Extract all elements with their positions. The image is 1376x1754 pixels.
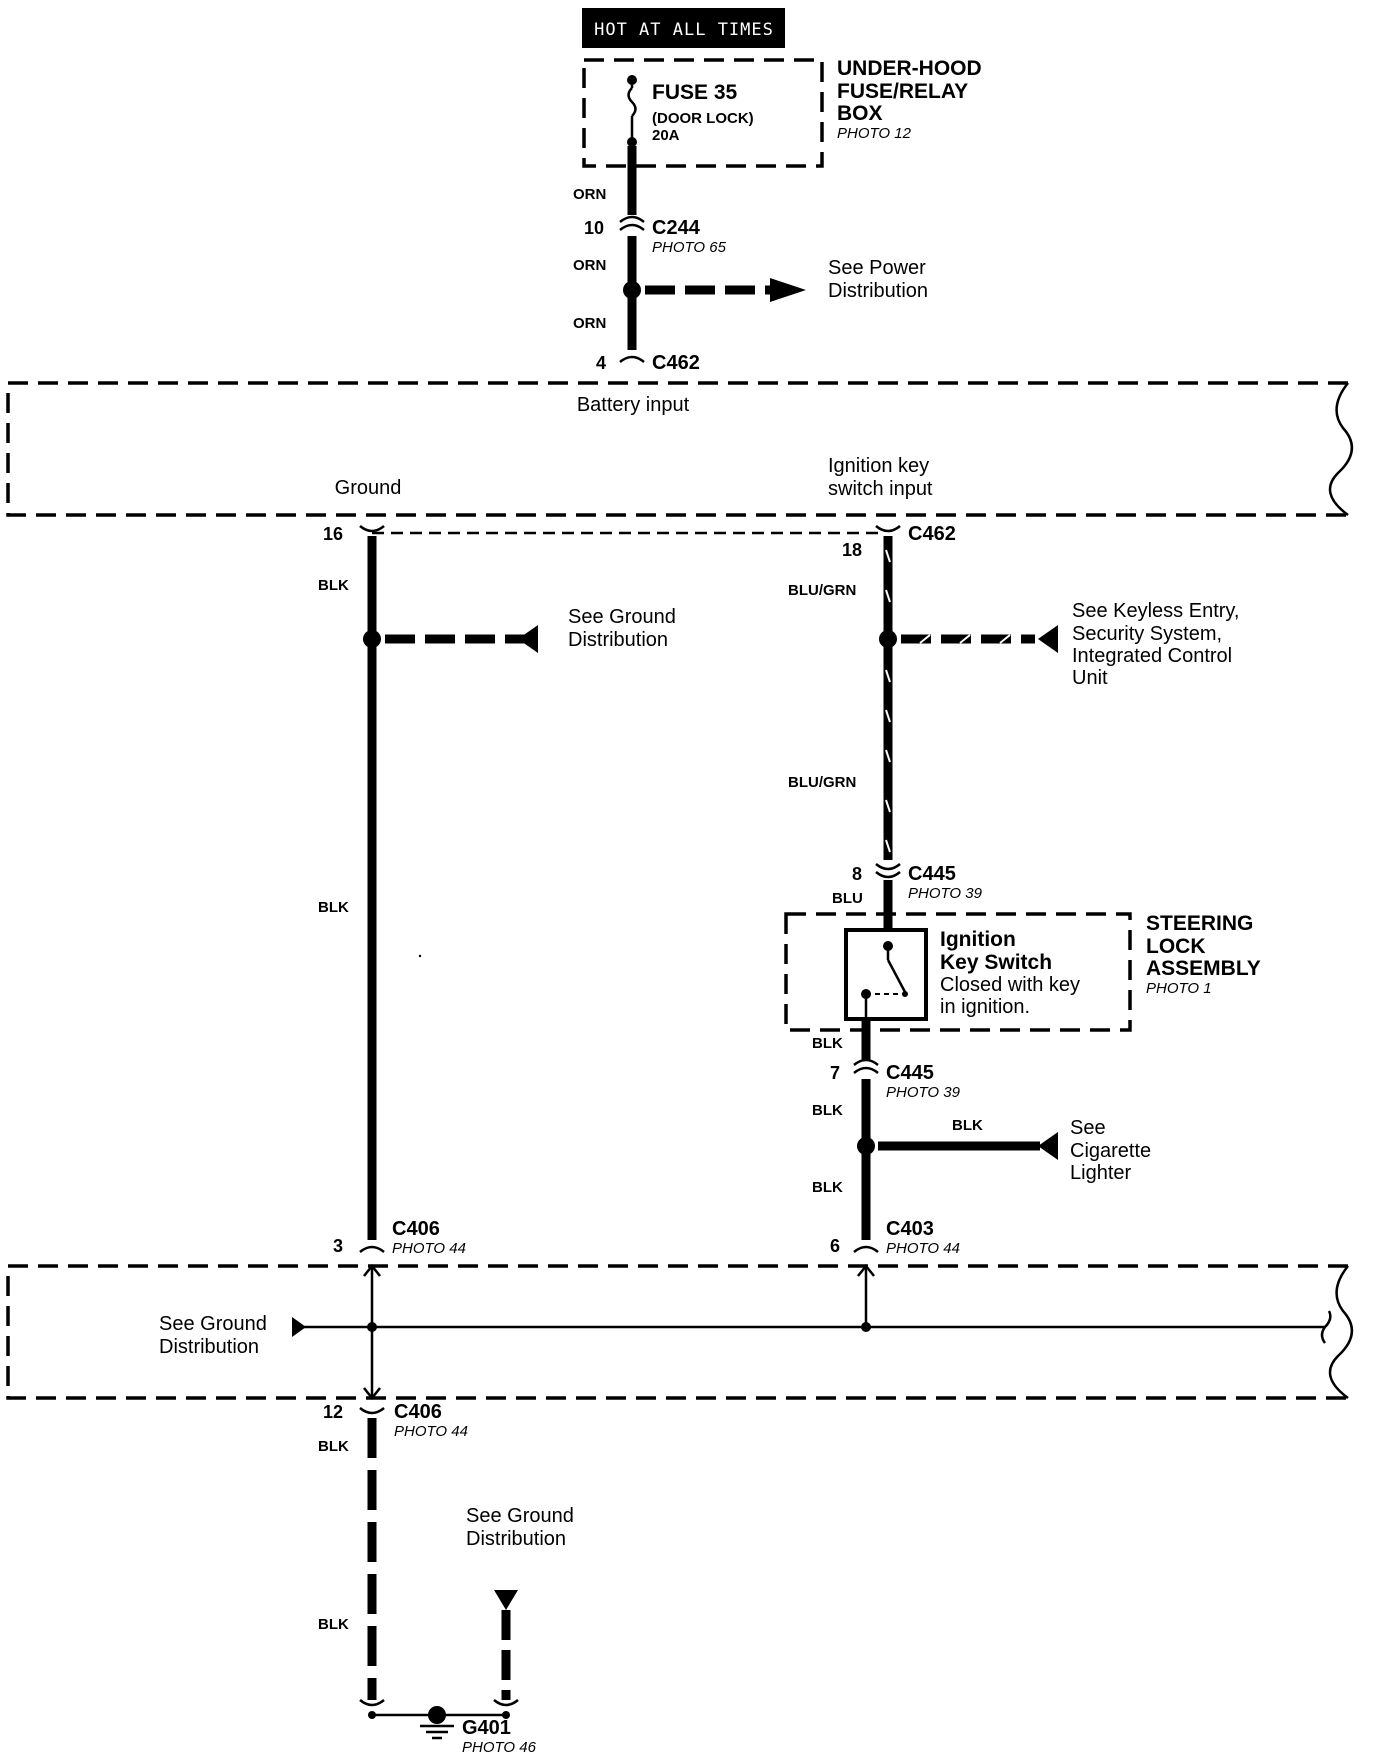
- keyless-entry-ref-2: Security System,: [1072, 623, 1222, 645]
- steering-lock-label-3: ASSEMBLY: [1146, 957, 1261, 980]
- pin-number: 7: [830, 1063, 840, 1083]
- cigarette-lighter-ref-3: Lighter: [1070, 1162, 1131, 1184]
- arrow-left-icon: [518, 625, 538, 653]
- splice-dot: [363, 630, 381, 648]
- arrow-left-icon: [1038, 1132, 1058, 1160]
- switch-label-3: Closed with key: [940, 974, 1080, 996]
- power-distribution-ref-2: Distribution: [828, 280, 928, 302]
- pin-number: 4: [596, 353, 606, 373]
- wire-color-blk: BLK: [812, 1035, 843, 1052]
- wire-color-blu: BLU: [832, 890, 863, 907]
- wire-color-orn: ORN: [573, 315, 606, 332]
- wire-color-blu-grn: BLU/GRN: [788, 774, 856, 791]
- pin-number: 6: [830, 1236, 840, 1256]
- ground-label: Ground: [335, 477, 402, 499]
- steering-lock-label-1: STEERING: [1146, 912, 1253, 935]
- ground-distribution-ref-2: Distribution: [159, 1336, 259, 1358]
- ground-distribution-ref-2: Distribution: [568, 629, 668, 651]
- wire-color-orn: ORN: [573, 186, 606, 203]
- wire-color-blk: BLK: [952, 1117, 983, 1134]
- connector-c406: C406: [394, 1401, 442, 1423]
- under-hood-fuse-box: FUSE 35 (DOOR LOCK) 20A UNDER-HOOD FUSE/…: [582, 57, 982, 168]
- connector-c406: C406: [392, 1218, 440, 1240]
- right-blk-branch: BLK 7 C445 PHOTO 39 BLK BLK See Cigarett…: [812, 1019, 1151, 1257]
- fuse-box-label-1: UNDER-HOOD: [837, 57, 982, 80]
- cigarette-lighter-ref-2: Cigarette: [1070, 1140, 1151, 1162]
- connector-c445: C445: [886, 1062, 934, 1084]
- splice-dot: [857, 1137, 875, 1155]
- connector-photo: PHOTO 44: [886, 1240, 960, 1257]
- cigarette-lighter-ref-1: See: [1070, 1117, 1106, 1139]
- connector-photo: PHOTO 65: [652, 239, 727, 256]
- pin-number: 8: [852, 864, 862, 884]
- connector-photo: PHOTO 39: [908, 885, 983, 902]
- ground-distribution-ref-1: See Ground: [568, 606, 676, 628]
- ignition-input-label-2: switch input: [828, 478, 933, 500]
- pin-number: 10: [584, 218, 604, 238]
- pin-number: 16: [323, 524, 343, 544]
- connector-photo: PHOTO 44: [392, 1240, 466, 1257]
- pin-number: 12: [323, 1402, 343, 1422]
- pin-number: 18: [842, 540, 862, 560]
- left-ground-branch: 16 BLK See Ground Distribution BLK 3 C40…: [318, 524, 676, 1257]
- battery-input-label: Battery input: [577, 394, 690, 416]
- fuse-name: FUSE 35: [652, 81, 738, 104]
- control-unit-upper: Battery input Ground Ignition key switch…: [6, 381, 1353, 517]
- ground-distribution-ref-1: See Ground: [159, 1313, 267, 1335]
- fuse-box-label-3: BOX: [837, 102, 883, 125]
- connector-c403: C403: [886, 1218, 934, 1240]
- switch-label-2: Key Switch: [940, 951, 1052, 974]
- steering-lock-label-2: LOCK: [1146, 935, 1206, 958]
- switch-label-1: Ignition: [940, 928, 1016, 951]
- ground-point-g401: G401: [462, 1717, 511, 1739]
- connector-c244: C244: [652, 217, 701, 239]
- wire-color-blu-grn: BLU/GRN: [788, 582, 856, 599]
- wire-color-orn: ORN: [573, 257, 606, 274]
- steering-lock-assembly: Ignition Key Switch Closed with key in i…: [784, 912, 1261, 1032]
- ground-distribution-ref-1: See Ground: [466, 1505, 574, 1527]
- arrow-left-icon: [1038, 625, 1058, 653]
- keyless-entry-ref-4: Unit: [1072, 667, 1108, 689]
- splice-dot: [879, 630, 897, 648]
- hot-at-all-times-banner: HOT AT ALL TIMES: [582, 8, 785, 48]
- fuse-description: (DOOR LOCK): [652, 110, 754, 127]
- ground-icon: [420, 1724, 454, 1740]
- wire-color-blk: BLK: [812, 1102, 843, 1119]
- ground-distribution-ref-2: Distribution: [466, 1528, 566, 1550]
- keyless-entry-ref-3: Integrated Control: [1072, 645, 1232, 667]
- wire-color-blk: BLK: [318, 1438, 349, 1455]
- orn-wire: ORN 10 C244 PHOTO 65 ORN See Power Distr…: [573, 146, 928, 374]
- connector-photo: PHOTO 39: [886, 1084, 961, 1101]
- control-unit-lower: See Ground Distribution: [6, 1263, 1353, 1401]
- connector-photo: PHOTO 44: [394, 1423, 468, 1440]
- fuse-icon: [627, 87, 637, 117]
- ground-splice-dot: [428, 1706, 446, 1724]
- fuse-rating: 20A: [652, 127, 680, 144]
- fuse-box-label-2: FUSE/RELAY: [837, 80, 968, 103]
- splice-dot: [623, 281, 641, 299]
- hot-at-all-times-label: HOT AT ALL TIMES: [594, 20, 774, 40]
- steering-lock-photo: PHOTO 1: [1146, 980, 1212, 997]
- power-distribution-ref-1: See Power: [828, 257, 926, 279]
- arrow-right-icon: [770, 278, 806, 302]
- wire-color-blk: BLK: [318, 1616, 349, 1633]
- switch-label-4: in ignition.: [940, 996, 1030, 1018]
- ignition-key-switch: [844, 928, 928, 1021]
- pin-number: 3: [333, 1236, 343, 1256]
- keyless-entry-ref-1: See Keyless Entry,: [1072, 600, 1239, 622]
- bottom-ground-wire: 12 C406 PHOTO 44 BLK See Ground Distribu…: [318, 1401, 574, 1754]
- connector-c445: C445: [908, 863, 956, 885]
- connector-c462: C462: [652, 352, 700, 374]
- connector-c462: C462: [908, 523, 956, 545]
- wire-color-blk: BLK: [812, 1179, 843, 1196]
- wire-color-blk: BLK: [318, 577, 349, 594]
- arrow-down-icon: [494, 1590, 518, 1610]
- ignition-input-label-1: Ignition key: [828, 455, 929, 477]
- right-ignition-branch: C462 18 BLU/GRN See Keyless Entry, Secur…: [788, 523, 1239, 930]
- arrow-right-icon: [292, 1317, 306, 1337]
- fuse-box-photo: PHOTO 12: [837, 125, 912, 142]
- wire-color-blk: BLK: [318, 899, 349, 916]
- ground-point-photo: PHOTO 46: [462, 1739, 537, 1754]
